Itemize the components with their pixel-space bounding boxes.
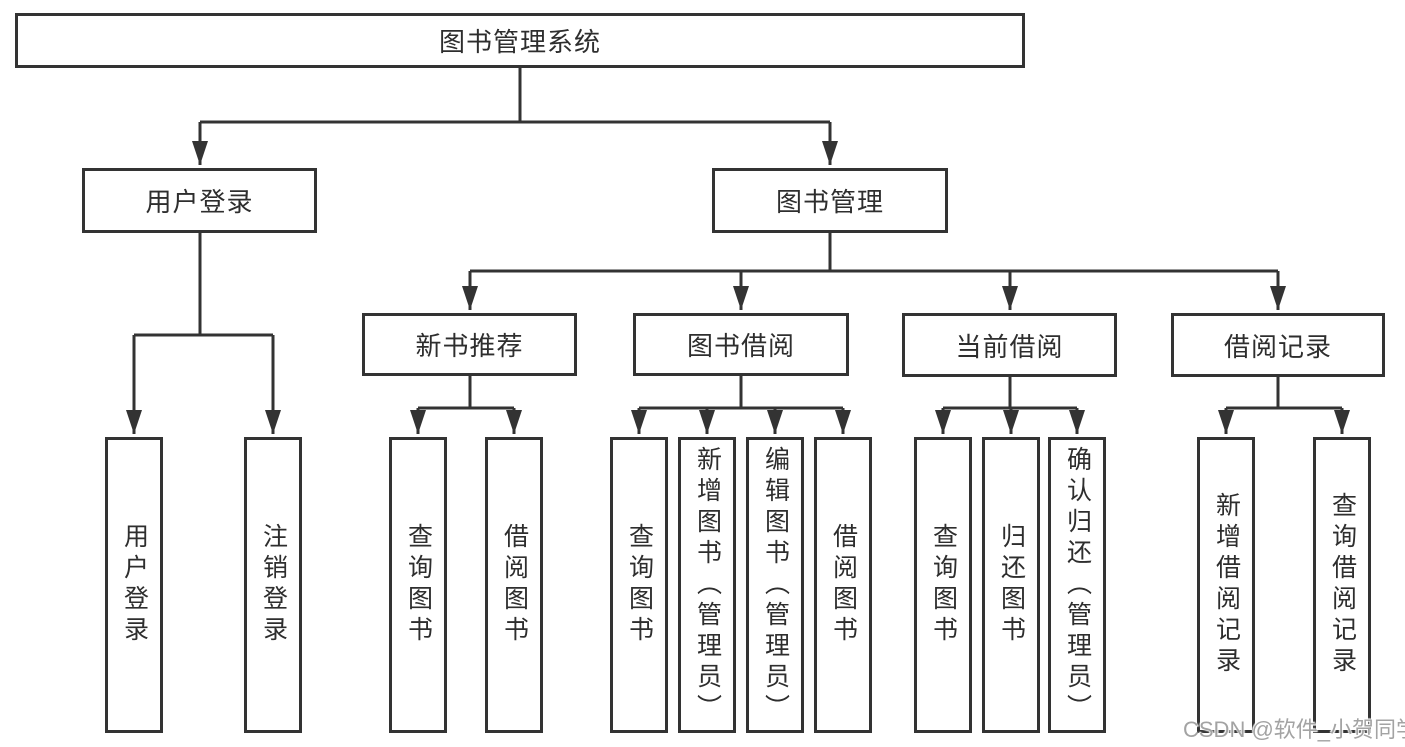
- node-user-login: 用户登录: [82, 168, 317, 233]
- leaf-edit-books-admin: 编辑图书（管理员）: [746, 437, 804, 733]
- leaf-query-borrow-record: 查询借阅记录: [1313, 437, 1371, 733]
- leaf-query-books-borrow-label: 查询图书: [625, 523, 654, 647]
- leaf-borrow-books-label: 借阅图书: [829, 523, 858, 647]
- node-borrow-records-label: 借阅记录: [1223, 331, 1332, 362]
- node-book-borrow-label: 图书借阅: [686, 331, 795, 361]
- node-current-borrow: 当前借阅: [902, 313, 1117, 377]
- leaf-borrow-books: 借阅图书: [814, 437, 872, 733]
- leaf-edit-books-admin-label: 编辑图书（管理员）: [761, 445, 790, 725]
- leaf-query-books-current: 查询图书: [914, 437, 972, 733]
- leaf-add-borrow-record: 新增借阅记录: [1197, 437, 1255, 733]
- leaf-confirm-return-admin: 确认归还（管理员）: [1048, 437, 1106, 733]
- leaf-user-login: 用户登录: [105, 437, 163, 733]
- leaf-query-books-recommend: 查询图书: [389, 437, 447, 733]
- node-user-login-label: 用户登录: [145, 187, 254, 217]
- node-book-management: 图书管理: [712, 168, 948, 233]
- leaf-borrow-books-recommend-label: 借阅图书: [500, 523, 529, 647]
- node-book-borrow: 图书借阅: [633, 313, 849, 376]
- node-book-management-label: 图书管理: [775, 187, 884, 217]
- node-new-book-recommend-label: 新书推荐: [415, 331, 524, 361]
- node-new-book-recommend: 新书推荐: [362, 313, 577, 376]
- leaf-query-books-current-label: 查询图书: [929, 523, 958, 647]
- leaf-confirm-return-admin-label: 确认归还（管理员）: [1063, 445, 1092, 725]
- leaf-logout: 注销登录: [244, 437, 302, 733]
- leaf-logout-label: 注销登录: [259, 523, 288, 647]
- leaf-query-borrow-record-label: 查询借阅记录: [1328, 492, 1357, 678]
- leaf-return-books: 归还图书: [982, 437, 1040, 733]
- leaf-borrow-books-recommend: 借阅图书: [485, 437, 543, 733]
- leaf-add-borrow-record-label: 新增借阅记录: [1212, 492, 1241, 678]
- leaf-return-books-label: 归还图书: [997, 523, 1026, 647]
- leaf-query-books-borrow: 查询图书: [610, 437, 668, 733]
- leaf-add-books-admin: 新增图书（管理员）: [678, 437, 736, 733]
- node-root: 图书管理系统: [15, 13, 1025, 68]
- node-current-borrow-label: 当前借阅: [955, 331, 1064, 362]
- leaf-user-login-label: 用户登录: [120, 523, 149, 647]
- csdn-watermark: CSDN @软件_小贺同学: [1183, 717, 1405, 742]
- leaf-add-books-admin-label: 新增图书（管理员）: [693, 445, 722, 725]
- node-borrow-records: 借阅记录: [1171, 313, 1385, 377]
- node-root-label: 图书管理系统: [438, 27, 601, 57]
- leaf-query-books-recommend-label: 查询图书: [404, 523, 433, 647]
